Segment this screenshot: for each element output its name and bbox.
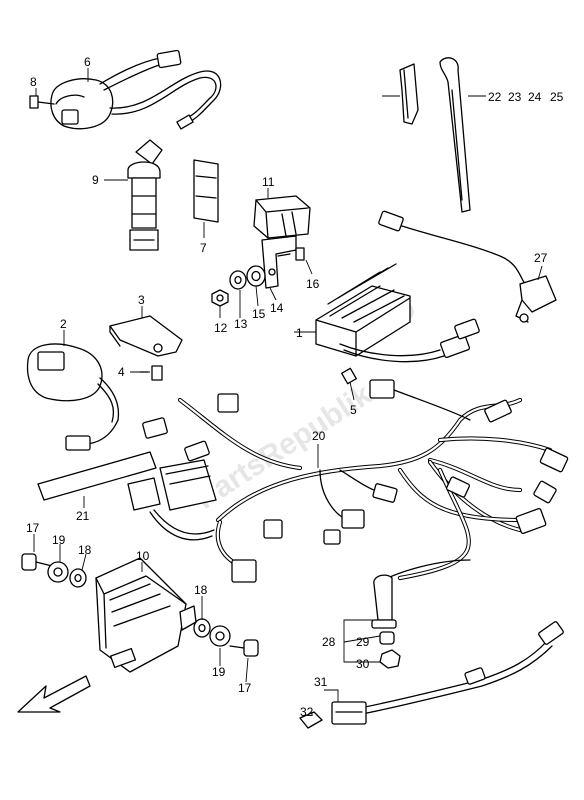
ignition-coil[interactable] [50,49,222,130]
bolt-16[interactable] [277,247,305,261]
bolt-17-right[interactable] [229,639,259,657]
callout-10: 10 [136,549,150,563]
fuse-32[interactable] [299,711,323,729]
callout-20: 20 [312,429,326,443]
callout-6: 6 [84,55,91,69]
callout-17-right: 17 [238,681,252,695]
bracket-14[interactable] [261,235,297,289]
callout-30: 30 [356,657,370,671]
callout-18-left: 18 [78,543,92,557]
callout-24: 24 [528,90,542,104]
collar-19-left[interactable] [47,561,69,583]
callout-28: 28 [322,635,336,649]
callout-1: 1 [296,326,303,340]
clamps-22-25[interactable] [399,57,471,213]
callout-25: 25 [550,90,564,104]
callout-9: 9 [92,173,99,187]
callout-18-right: 18 [194,583,208,597]
callout-19-left: 19 [52,533,66,547]
callout-8: 8 [30,75,37,89]
grommet-15[interactable] [246,265,266,287]
collar-19-right[interactable] [209,625,231,647]
callout-23: 23 [508,90,522,104]
callout-17-left: 17 [26,521,40,535]
callout-labels: 1 2 3 4 5 6 7 8 9 10 11 12 13 14 15 16 1… [26,55,564,719]
callout-12: 12 [214,321,228,335]
bracket-3[interactable] [109,315,183,357]
callout-2: 2 [60,317,67,331]
nut-30[interactable] [379,649,401,669]
callout-32: 32 [300,705,314,719]
callout-14: 14 [270,301,284,315]
callout-15: 15 [252,307,266,321]
ecu-10[interactable] [95,557,197,673]
bolt-4[interactable] [139,365,163,381]
main-wiring-harness-20[interactable] [127,379,569,583]
callout-4: 4 [118,365,125,379]
relay-11[interactable] [253,195,311,239]
callout-16: 16 [306,277,320,291]
sub-harness[interactable] [359,621,564,715]
cap-29[interactable] [379,631,395,645]
callout-5: 5 [350,403,357,417]
callout-22: 22 [488,90,502,104]
callout-11: 11 [262,175,275,189]
component-2[interactable] [26,343,120,451]
nut-12[interactable] [211,289,229,307]
bolt-5[interactable] [341,367,357,385]
bolt-17-left[interactable] [21,553,53,571]
tape-21[interactable] [37,451,157,501]
connector-31[interactable] [331,701,367,725]
grommet-18-left[interactable] [69,568,87,588]
front-direction-arrow-icon [17,675,91,713]
callout-19-right: 19 [212,665,226,679]
spark-plug-cap[interactable] [127,139,163,251]
bolt-8[interactable] [29,95,55,109]
harness-lead-28[interactable] [371,559,471,629]
callout-29: 29 [356,635,370,649]
washer-13[interactable] [229,270,247,290]
callout-31: 31 [314,675,328,689]
grommet-18-right[interactable] [193,618,211,638]
heat-shield-7[interactable] [193,159,219,223]
callout-27: 27 [534,251,548,265]
callout-21: 21 [76,509,90,523]
sensor-27[interactable] [378,210,557,323]
callout-7: 7 [200,241,207,255]
callout-3: 3 [138,293,145,307]
regulator-rectifier-1[interactable] [315,263,480,363]
leader-lines [33,68,543,716]
callout-13: 13 [234,317,248,331]
